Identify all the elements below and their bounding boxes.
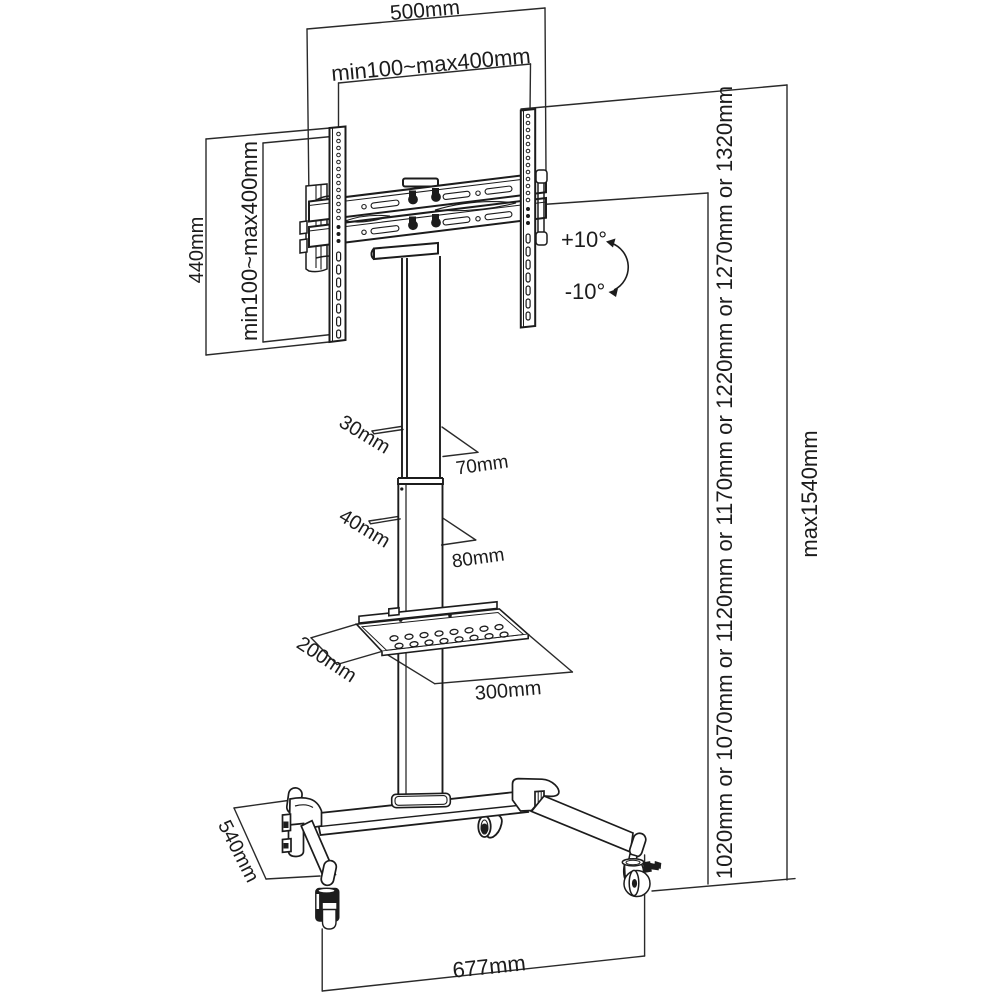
svg-text:+10°: +10° [561, 227, 607, 252]
svg-text:440mm: 440mm [186, 217, 208, 284]
svg-text:max1540mm: max1540mm [797, 430, 822, 557]
svg-text:min100~max400mm: min100~max400mm [237, 141, 262, 341]
svg-text:1020mm or 1070mm or 1120mm or: 1020mm or 1070mm or 1120mm or 1170mm or … [712, 86, 737, 879]
svg-text:-10°: -10° [565, 279, 606, 304]
